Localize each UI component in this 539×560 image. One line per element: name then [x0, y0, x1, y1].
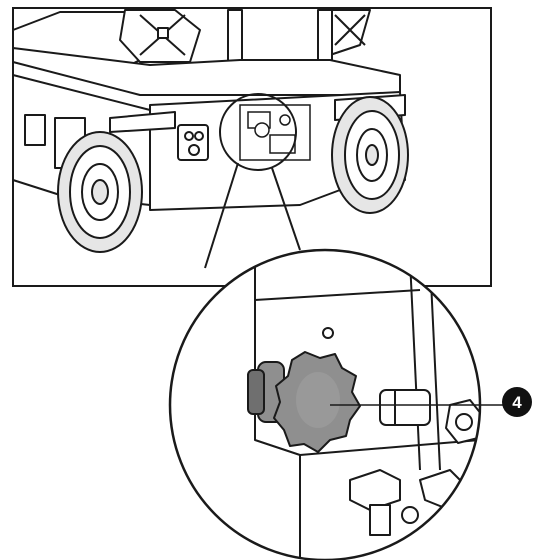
detail-source-circle: [219, 93, 297, 171]
magnified-detail: [168, 248, 505, 560]
right-wheel: [331, 96, 409, 214]
valve-area: [239, 104, 311, 161]
callout-number: 4: [512, 393, 522, 412]
adjustment-knob: [247, 351, 361, 453]
magnified-circle-outline: [168, 248, 482, 560]
callout-badge-4: 4: [502, 387, 532, 417]
overview-panel: [12, 7, 492, 287]
left-wheel: [57, 131, 143, 253]
magnifier-leaders: [204, 162, 301, 269]
callout-circle: [502, 387, 532, 417]
